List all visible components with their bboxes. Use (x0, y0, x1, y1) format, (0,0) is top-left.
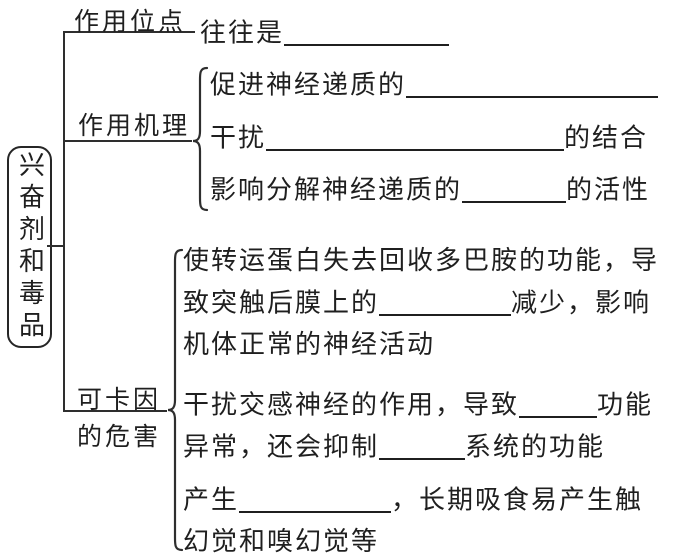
curly-brace-cocaine-harm (167, 248, 184, 552)
cocaine-item-1-line-2: 致突触后膜上的 减少，影响 (183, 288, 651, 318)
text-segment: 异常，还会抑制 (183, 432, 380, 463)
root-connector-line (47, 245, 64, 247)
branch-line-cocaine-harm (63, 410, 167, 412)
text-segment: 的活性 (566, 175, 651, 206)
mechanism-item-2: 干扰 的结合 (210, 123, 648, 153)
branch-line-mechanism (63, 140, 192, 142)
text-segment: 致突触后膜上的 (183, 288, 380, 319)
cocaine-item-3-line-1: 产生 ，长期吸食易产生触 (183, 485, 643, 515)
cocaine-item-1-line-3: 机体正常的神经活动 (183, 330, 435, 360)
branch-label-action-site: 作用位点 (74, 7, 187, 36)
cocaine-item-1-line-1: 使转运蛋白失去回收多巴胺的功能，导 (183, 246, 659, 276)
text-segment: 往往是 (200, 18, 285, 49)
site-content-line: 往往是 (200, 18, 450, 49)
text-segment: 干扰交感神经的作用，导致 (183, 390, 520, 421)
text-segment: 促进神经递质的 (210, 70, 407, 101)
text-segment: 功能 (597, 390, 654, 421)
fill-in-blank (519, 390, 598, 418)
trunk-line (63, 31, 65, 412)
cocaine-item-2-line-1: 干扰交感神经的作用，导致 功能 (183, 390, 653, 420)
root-node: 兴奋剂和毒品 (7, 146, 52, 348)
fill-in-blank (406, 70, 659, 98)
curly-brace-mechanism (192, 66, 209, 212)
branch-label-cocaine-harm-line2: 的危害 (77, 422, 162, 451)
branch-label-mechanism: 作用机理 (78, 111, 191, 140)
branch-label-cocaine-harm-line1: 可卡因 (77, 385, 162, 414)
text-segment: 机体正常的神经活动 (183, 330, 436, 360)
fill-in-blank (284, 18, 450, 46)
fill-in-blank (239, 485, 392, 513)
root-node-label: 兴奋剂和毒品 (14, 151, 45, 343)
mechanism-item-3: 影响分解神经递质的 的活性 (210, 175, 650, 205)
fill-in-blank (379, 432, 466, 460)
cocaine-item-3-line-2: 幻觉和嗅幻觉等 (183, 527, 379, 557)
text-segment: 系统的功能 (465, 432, 606, 463)
fill-in-blank (379, 288, 512, 316)
text-segment: 使转运蛋白失去回收多巴胺的功能，导 (183, 246, 660, 276)
fill-in-blank (462, 175, 567, 203)
text-segment: 的结合 (564, 123, 649, 154)
fill-in-blank (266, 123, 565, 151)
text-segment: 干扰 (210, 123, 267, 154)
text-segment: 影响分解神经递质的 (210, 175, 463, 206)
text-segment: 减少，影响 (511, 288, 652, 319)
branch-line-action-site (63, 31, 195, 33)
text-segment: 幻觉和嗅幻觉等 (183, 527, 380, 557)
text-segment: ，长期吸食易产生触 (391, 485, 644, 516)
mechanism-item-1: 促进神经递质的 (210, 70, 659, 101)
text-segment: 产生 (183, 485, 240, 516)
cocaine-item-2-line-2: 异常，还会抑制 系统的功能 (183, 432, 605, 462)
